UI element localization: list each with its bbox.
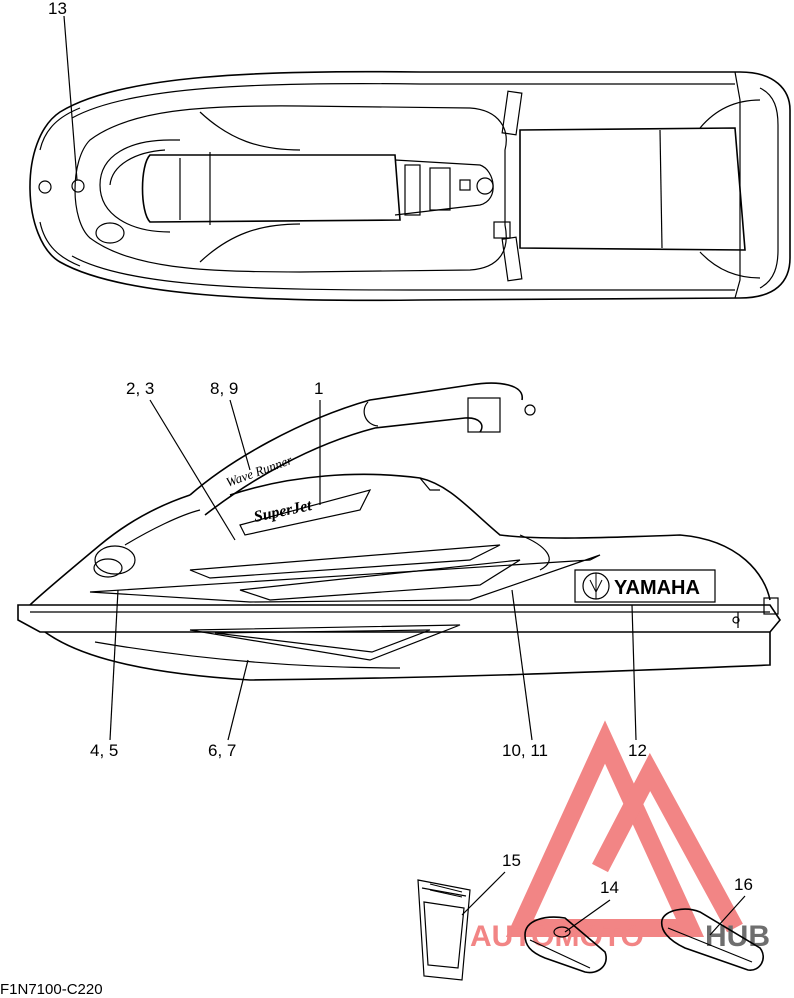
callout-14: 14 <box>600 878 619 897</box>
leader-16 <box>709 895 746 936</box>
callout-15: 15 <box>502 851 521 870</box>
leader-2-3 <box>149 399 236 541</box>
part-15-label-card <box>417 879 471 981</box>
callout-4-5: 4, 5 <box>90 741 118 760</box>
watermark-logo: AUTOMOTO HUB <box>470 720 770 953</box>
leader-13 <box>63 15 78 181</box>
callout-12: 12 <box>628 741 647 760</box>
leader-12 <box>631 604 637 741</box>
leader-14 <box>564 899 611 933</box>
callout-1: 1 <box>314 379 323 398</box>
callout-13: 13 <box>48 0 67 18</box>
top-view-hull <box>29 70 791 302</box>
callout-2-3: 2, 3 <box>126 379 154 398</box>
callout-10-11: 10, 11 <box>502 741 548 760</box>
side-view-hull: SuperJet Wave Runner YAMAHA <box>17 382 781 681</box>
callout-6-7: 6, 7 <box>208 741 236 760</box>
callout-8-9: 8, 9 <box>210 379 238 398</box>
part-16-pad <box>660 908 764 971</box>
leader-15 <box>461 871 506 916</box>
leader-10-11 <box>511 589 533 741</box>
callout-16: 16 <box>734 875 753 894</box>
wave-runner-decal: Wave Runner <box>224 452 295 490</box>
figure-code: F1N7100-C220 <box>0 981 103 998</box>
yamaha-decal: YAMAHA <box>614 577 700 599</box>
leader-4-5 <box>109 589 119 741</box>
part-14-pad <box>524 916 607 974</box>
leader-8-9 <box>229 399 251 471</box>
leader-6-7 <box>227 659 249 741</box>
